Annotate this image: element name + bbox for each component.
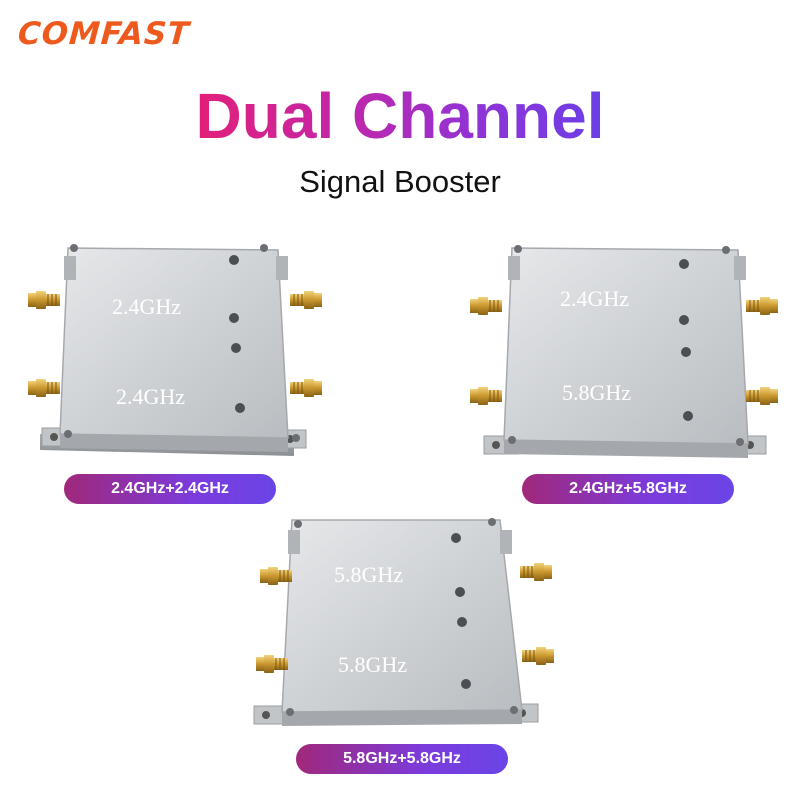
caption-pill-3: 5.8GHz+5.8GHz xyxy=(296,744,508,774)
bottom-frequency-label: 2.4GHz xyxy=(116,384,185,409)
bottom-frequency-label: 5.8GHz xyxy=(562,380,631,405)
top-frequency-label: 5.8GHz xyxy=(334,562,403,587)
device-2-4-2-4: 2.4GHz 2.4GHz xyxy=(27,238,328,463)
device-5-8-5-8: 5.8GHz 5.8GHz xyxy=(238,516,556,738)
page-subtitle: Signal Booster xyxy=(299,164,501,199)
booster-image: 5.8GHz 5.8GHz xyxy=(253,518,556,726)
bottom-frequency-label: 5.8GHz xyxy=(338,652,407,677)
top-frequency-label: 2.4GHz xyxy=(112,294,181,319)
page-title: Dual Channel xyxy=(195,80,605,152)
booster-image: 2.4GHz 2.4GHz xyxy=(27,244,328,456)
top-frequency-label: 2.4GHz xyxy=(560,286,629,311)
device-2-4-5-8: 2.4GHz 5.8GHz xyxy=(468,240,780,470)
brand-logo: COMFAST xyxy=(16,16,191,52)
caption-pill-1: 2.4GHz+2.4GHz xyxy=(64,474,276,504)
caption-pill-2: 2.4GHz+5.8GHz xyxy=(522,474,734,504)
booster-image: 2.4GHz 5.8GHz xyxy=(469,245,780,458)
